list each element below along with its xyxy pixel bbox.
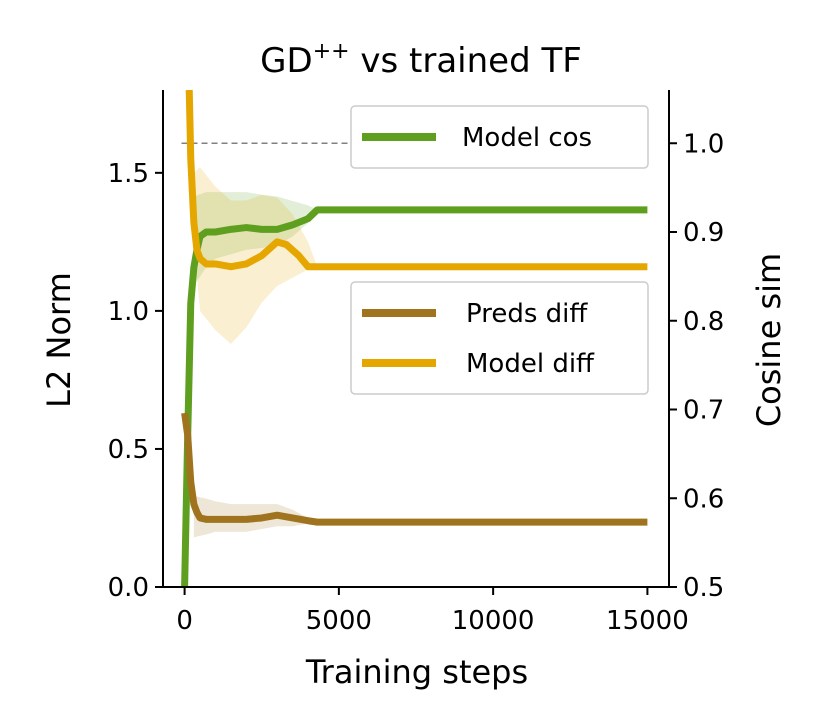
x-tick-label-15000: 15000 xyxy=(606,606,689,636)
chart-title: GD++ vs trained TF xyxy=(260,39,582,81)
x-tick-label-5000: 5000 xyxy=(306,606,372,636)
legend-diff: Preds diff Model diff xyxy=(350,281,649,395)
x-axis-label: Training steps xyxy=(305,653,528,691)
legend-model-diff-label: Model diff xyxy=(466,349,595,379)
chart-title-main: GD xyxy=(260,41,313,81)
model-cos-band xyxy=(193,192,318,286)
right-y-tick-label-1.0: 1.0 xyxy=(683,129,724,159)
left-y-tick-label-1.0: 1.0 xyxy=(108,297,149,327)
tick-group: 0 5000 10000 15000 0.0 0.5 1.0 1.5 0.5 0.6 0.7 0.8 0… xyxy=(108,129,725,636)
left-y-tick-label-0.0: 0.0 xyxy=(108,573,149,603)
legend-model-cos-box xyxy=(350,105,649,169)
series-lines xyxy=(181,89,648,588)
right-y-tick-label-0.8: 0.8 xyxy=(683,307,724,337)
x-tick-label-10000: 10000 xyxy=(452,606,535,636)
chart-title-superscript: ++ xyxy=(313,39,350,64)
right-y-axis-label: Cosine sim xyxy=(750,253,788,427)
right-y-tick-label-0.7: 0.7 xyxy=(683,396,724,426)
right-y-tick-label-0.9: 0.9 xyxy=(683,218,724,248)
right-y-tick-label-0.5: 0.5 xyxy=(683,573,724,603)
right-y-tick-label-0.6: 0.6 xyxy=(683,484,724,514)
legend-preds-diff-label: Preds diff xyxy=(466,299,588,329)
x-tick-label-0: 0 xyxy=(176,606,193,636)
left-y-tick-label-1.5: 1.5 xyxy=(108,159,149,189)
legend-model-cos: Model cos xyxy=(350,105,649,169)
preds-diff-line xyxy=(181,412,648,526)
chart-title-rest: vs trained TF xyxy=(350,41,582,81)
left-y-axis-label: L2 Norm xyxy=(40,272,78,408)
model-diff-line xyxy=(185,89,648,271)
legend-model-cos-label: Model cos xyxy=(462,123,592,153)
left-y-tick-label-0.5: 0.5 xyxy=(108,435,149,465)
